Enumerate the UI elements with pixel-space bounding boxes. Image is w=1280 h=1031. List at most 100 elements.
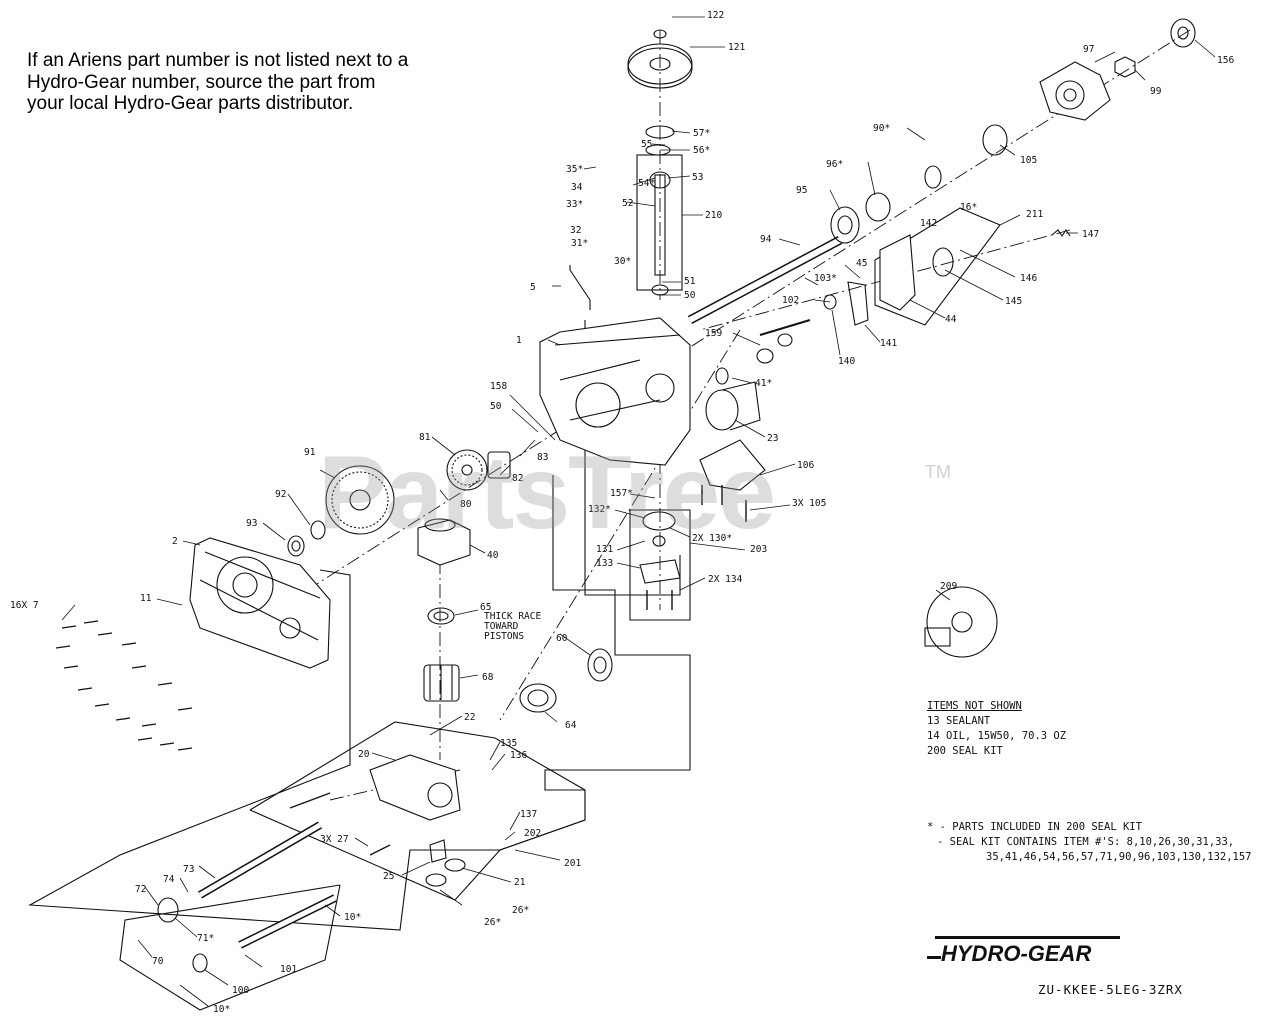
part-callout: 158 — [490, 381, 507, 392]
part-callout: 16X 7 — [10, 600, 39, 611]
race-note-line-2: TOWARD — [484, 621, 519, 632]
race-note: THICK RACE TOWARD PISTONS — [484, 612, 541, 642]
part-callout: 57* — [693, 128, 710, 139]
part-callout: 26* — [512, 905, 529, 916]
part-callout: 41* — [755, 378, 772, 389]
part-callout: 56* — [693, 145, 710, 156]
sourcing-notice: If an Ariens part number is not listed n… — [27, 50, 447, 115]
part-callout: 210 — [705, 210, 722, 221]
part-callout: 97 — [1083, 44, 1094, 55]
part-callout: 95 — [796, 185, 807, 196]
part-callout: 146 — [1020, 273, 1037, 284]
part-callout: 3X 27 — [320, 834, 349, 845]
part-callout: 105 — [1020, 155, 1037, 166]
part-callout: 2X 130* — [692, 533, 732, 544]
race-note-line-3: PISTONS — [484, 631, 525, 642]
part-callout: 10* — [344, 912, 361, 923]
part-callout: 2X 134 — [708, 574, 743, 585]
part-callout: 25 — [383, 871, 394, 882]
part-callout: 70 — [152, 956, 164, 967]
part-callout: 53 — [692, 172, 703, 183]
part-callout: 209 — [940, 581, 957, 592]
part-callout: 22 — [464, 712, 475, 723]
part-callout: 71* — [197, 933, 214, 944]
part-callout: 1 — [516, 335, 522, 346]
part-callout: 60 — [556, 633, 568, 644]
part-callout: 140 — [838, 356, 855, 367]
part-callout: 20 — [358, 749, 370, 760]
part-callout: 80 — [460, 499, 472, 510]
part-callout: 3X 105 — [792, 498, 826, 509]
part-callout: 121 — [728, 42, 745, 53]
part-callout: 102 — [782, 295, 799, 306]
part-callout: 26* — [484, 917, 501, 928]
notice-line-3: your local Hydro-Gear parts distributor. — [27, 93, 354, 114]
part-callout: 157* — [610, 488, 633, 499]
part-callout: 92 — [275, 489, 286, 500]
part-callout: 55 — [641, 139, 652, 150]
hydro-gear-logo: HYDRO-GEAR — [927, 930, 1127, 970]
notes-line-3: 200 SEAL KIT — [927, 745, 1003, 757]
part-callout: 136 — [510, 750, 527, 761]
part-callout: 31* — [571, 238, 588, 249]
part-callout: 72 — [135, 884, 146, 895]
part-callout: 5 — [530, 282, 536, 293]
watermark: PartsTree — [318, 435, 776, 551]
part-callout: 52 — [622, 198, 633, 209]
watermark-trademark: TM — [925, 462, 951, 482]
part-callout: 45 — [856, 258, 867, 269]
model-code: ZU-KKEE-5LEG-3ZRX — [1038, 982, 1183, 997]
part-callout: 203 — [750, 544, 767, 555]
part-callout: 122 — [707, 10, 724, 21]
part-callout: 202 — [524, 828, 541, 839]
legend-line-1: * - PARTS INCLUDED IN 200 SEAL KIT — [927, 821, 1142, 833]
seal-kit-legend: * - PARTS INCLUDED IN 200 SEAL KIT - SEA… — [927, 820, 1272, 865]
part-callout: 100 — [232, 985, 249, 996]
part-callout: 81 — [419, 432, 431, 443]
part-callout: 64 — [565, 720, 577, 731]
legend-line-3: 35,41,46,54,56,57,71,90,96,103,130,132,1… — [986, 851, 1252, 863]
part-callout: 74 — [163, 874, 175, 885]
part-callout: 211 — [1026, 209, 1043, 220]
part-callout: 23 — [767, 433, 778, 444]
part-callout: 142 — [920, 218, 937, 229]
part-callout: 132* — [588, 504, 611, 515]
part-callout: 21 — [514, 877, 526, 888]
legend-line-2: - SEAL KIT CONTAINS ITEM #'S: 8,10,26,30… — [937, 836, 1235, 848]
part-callout: 44 — [945, 314, 957, 325]
part-callout: 133 — [596, 558, 613, 569]
part-callout: 32 — [570, 225, 581, 236]
part-callout: 50 — [684, 290, 696, 301]
notes-line-2: 14 OIL, 15W50, 70.3 OZ — [927, 730, 1067, 742]
part-callout: 93 — [246, 518, 257, 529]
part-callout: 34 — [571, 182, 583, 193]
part-callout: 137 — [520, 809, 537, 820]
part-callout: 51 — [684, 276, 696, 287]
part-callout: 73 — [183, 864, 194, 875]
part-callout: 40 — [487, 550, 499, 561]
part-callout: 82 — [512, 473, 523, 484]
items-not-shown-notes: ITEMS NOT SHOWN 13 SEALANT 14 OIL, 15W50… — [927, 699, 1267, 759]
part-callout: 101 — [280, 964, 297, 975]
part-callout: 131 — [596, 544, 613, 555]
part-callout: 91 — [304, 447, 316, 458]
part-callout: 106 — [797, 460, 814, 471]
part-callout: 65 — [480, 602, 491, 613]
part-callout: 156 — [1217, 55, 1234, 66]
part-callout: 35* — [566, 164, 583, 175]
part-callout: 30* — [614, 256, 631, 267]
notes-line-1: 13 SEALANT — [927, 715, 991, 727]
part-callout: 2 — [172, 536, 178, 547]
part-callout: 33* — [566, 199, 583, 210]
notice-line-1: If an Ariens part number is not listed n… — [27, 50, 409, 71]
part-callout: 99 — [1150, 86, 1162, 97]
part-callout: 68 — [482, 672, 494, 683]
part-callout: 147 — [1082, 229, 1099, 240]
part-callout: 83 — [537, 452, 548, 463]
part-callout: 54* — [638, 178, 655, 189]
part-callout: 159 — [705, 328, 722, 339]
part-callout: 201 — [564, 858, 581, 869]
notice-line-2: Hydro-Gear number, source the part from — [27, 71, 376, 93]
